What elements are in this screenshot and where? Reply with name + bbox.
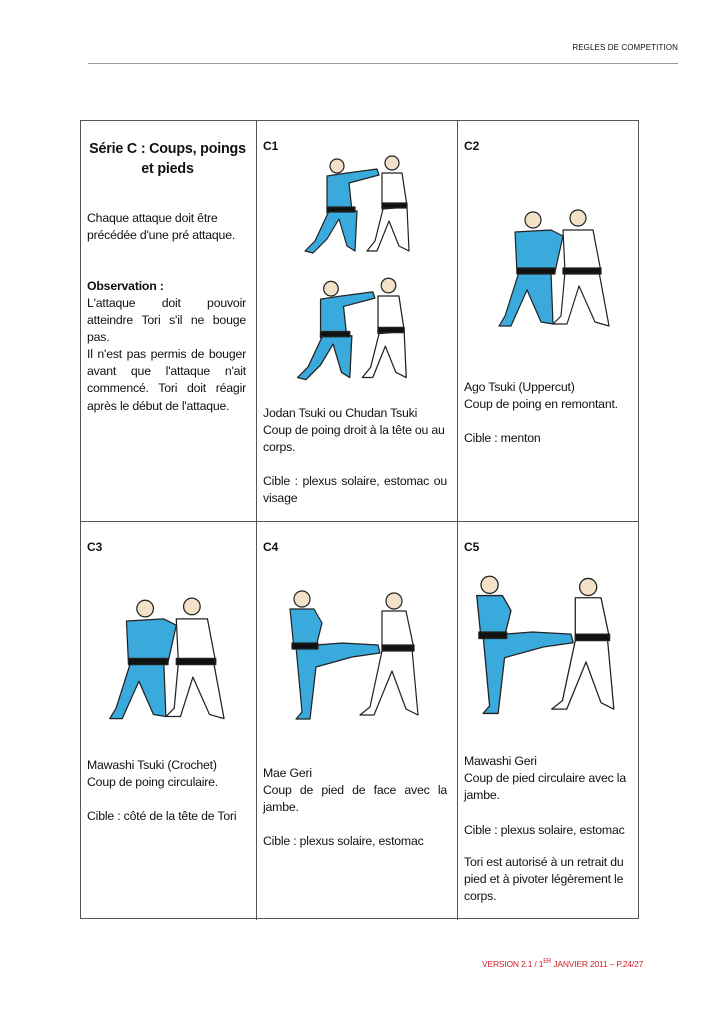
cell-label: C4 (263, 540, 279, 554)
footer-version: VERSION 2.1 / 1 (482, 959, 544, 969)
technique-description: Coup de poing droit à la tête ou au corp… (263, 423, 445, 455)
c4-illustration (282, 587, 432, 727)
observation-label: Observation : (87, 279, 164, 293)
cell-c4: C4 Mae Geri Coup de pied de face avec la… (257, 522, 458, 920)
technique-name: Mawashi Tsuki (Crochet) (87, 758, 217, 772)
technique-target: Cible : plexus solaire, estomac (263, 834, 424, 848)
technique-description: Coup de poing en remontant. (464, 397, 618, 411)
c1-illustration-bottom (287, 273, 422, 388)
observation-text-1: L'attaque doit pouvoir atteindre Tori s'… (87, 296, 246, 345)
technique-note: Tori est autorisé à un retrait du pied e… (464, 855, 624, 904)
technique-description: Coup de poing circulaire. (87, 775, 219, 789)
c2-illustration (493, 206, 618, 336)
cell-label: C3 (87, 540, 103, 554)
cell-c2: C2 Ago Tsuki (Uppercut) Coup de poing en… (458, 121, 639, 522)
cell-label: C1 (263, 139, 279, 153)
cell-label: C5 (464, 540, 480, 554)
cell-c1: C1 Jodan Tsuki ou Chudan Tsuki Coup de p… (257, 121, 458, 522)
footer-date: JANVIER 2011 – (551, 959, 617, 969)
series-title: Série C : Coups, poings et pieds (89, 141, 246, 177)
intro-cell: Série C : Coups, poings et pieds Chaque … (81, 121, 257, 522)
c3-illustration (96, 594, 241, 729)
cell-c3: C3 Mawashi Tsuki (Crochet) Coup de poing… (81, 522, 257, 920)
technique-name: Ago Tsuki (Uppercut) (464, 380, 575, 394)
technique-target: Cible : plexus solaire, estomac (464, 823, 625, 837)
c5-illustration (466, 572, 631, 722)
technique-description: Coup de pied de face avec la jambe. (263, 783, 447, 815)
cell-c5: C5 Mawashi Geri Coup de pied circulaire … (458, 522, 639, 920)
cell-label: C2 (464, 139, 480, 153)
header-divider (88, 63, 678, 64)
page-footer: VERSION 2.1 / 1ER JANVIER 2011 – P.24/27 (482, 959, 643, 969)
technique-name: Jodan Tsuki ou Chudan Tsuki (263, 406, 418, 420)
technique-name: Mae Geri (263, 766, 312, 780)
observation-text-2: Il n'est pas permis de bouger avant que … (87, 347, 246, 413)
intro-paragraph: Chaque attaque doit être précédée d'une … (87, 211, 236, 243)
techniques-table: Série C : Coups, poings et pieds Chaque … (80, 120, 639, 920)
technique-name: Mawashi Geri (464, 754, 537, 768)
page-number: P.24/27 (616, 959, 644, 969)
technique-target: Cible : côté de la tête de Tori (87, 809, 237, 823)
page-header: REGLES DE COMPETITION (572, 43, 678, 52)
technique-target: Cible : plexus solaire, estomac ou visag… (263, 474, 447, 506)
footer-sup: ER (543, 959, 552, 966)
c1-illustration-top (297, 151, 422, 261)
technique-target: Cible : menton (464, 431, 541, 445)
technique-description: Coup de pied circulaire avec la jambe. (464, 771, 626, 803)
